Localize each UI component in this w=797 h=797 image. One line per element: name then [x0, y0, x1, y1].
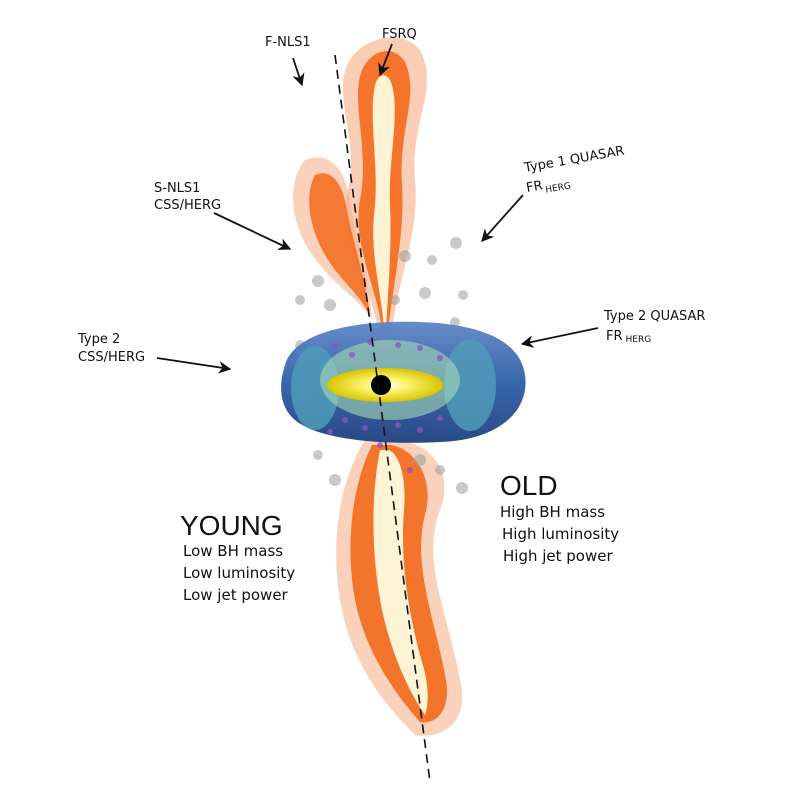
lower-jet	[336, 440, 463, 736]
label-type2-line2: CSS/HERG	[78, 350, 145, 365]
jet-axis-line	[334, 54, 431, 783]
arrow-fnls1	[292, 57, 305, 87]
upper-left-lobe	[293, 157, 372, 320]
old-item-2: High luminosity	[502, 525, 619, 543]
label-fnls1: F-NLS1	[265, 35, 311, 50]
label-snls1-line1: S-NLS1	[154, 181, 200, 196]
young-item-2: Low luminosity	[183, 564, 295, 582]
label-fsrq: FSRQ	[382, 27, 417, 42]
old-item-1: High BH mass	[500, 503, 605, 521]
label-type1-fr-sub: HERG	[545, 181, 572, 195]
label-type1-fr: FRHERG	[525, 173, 572, 198]
narrow-line-clouds	[295, 237, 468, 494]
old-title: OLD	[500, 470, 558, 501]
broad-line-clouds	[327, 339, 443, 473]
arrow-fsrq	[378, 43, 393, 77]
upper-jet	[342, 37, 427, 331]
arrow-type1-quasar	[481, 194, 524, 242]
arrow-snls1	[213, 212, 292, 250]
label-type2-quasar: Type 2 QUASAR	[603, 309, 705, 324]
young-title: YOUNG	[180, 510, 283, 541]
arrow-type2	[156, 357, 232, 374]
label-type2-line1: Type 2	[77, 332, 120, 347]
black-hole	[371, 375, 391, 395]
young-item-1: Low BH mass	[183, 542, 283, 560]
young-item-3: Low jet power	[183, 586, 289, 604]
arrow-type2-quasar	[520, 327, 599, 348]
old-item-3: High jet power	[503, 547, 613, 565]
label-type1-quasar: Type 1 QUASAR	[522, 144, 626, 177]
label-type2-fr-sub: HERG	[626, 335, 652, 345]
label-snls1-line2: CSS/HERG	[154, 198, 221, 213]
